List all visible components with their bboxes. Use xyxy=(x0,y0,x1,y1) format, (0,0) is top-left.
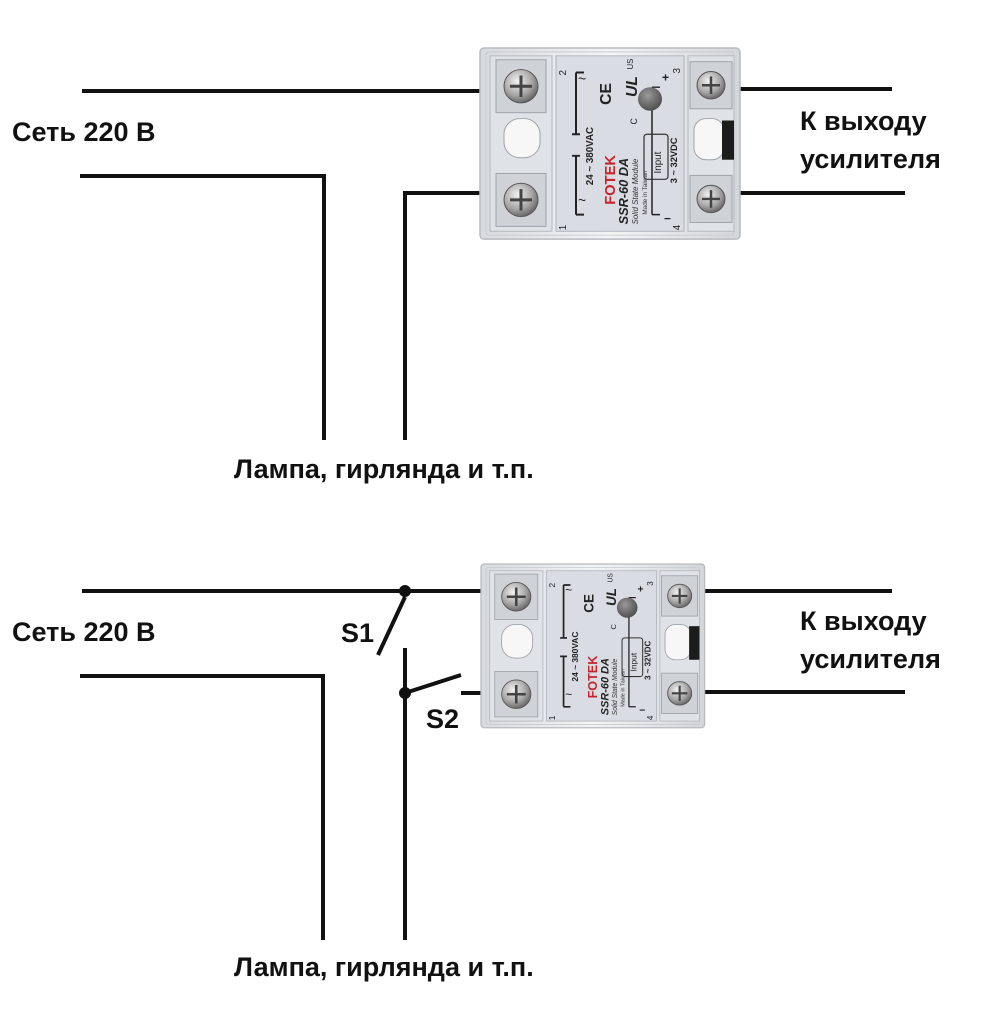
relay-plus: + xyxy=(638,585,644,596)
relay-subtitle: Solid State Module xyxy=(612,659,619,716)
diagram-bottom: 24 ~ 380VAC FOTEK SSR-60 DA Solid State … xyxy=(12,562,941,982)
relay-ce-mark: CE xyxy=(598,83,615,105)
switch2-label: S2 xyxy=(426,704,459,734)
relay-tilde-top: ~ xyxy=(565,583,572,597)
relay-subtitle: Solid State Module xyxy=(631,158,640,224)
relay-tilde-top: ~ xyxy=(578,70,586,86)
relay-brand: FOTEK xyxy=(585,655,600,698)
relay-minus: − xyxy=(664,212,671,226)
amp-label-line1: К выходу xyxy=(800,106,927,136)
relay-term-4: 4 xyxy=(645,715,655,720)
relay-brand: FOTEK xyxy=(603,155,619,205)
relay-ac-rating: 24 ~ 380VAC xyxy=(585,127,596,185)
relay-ac-rating: 24 ~ 380VAC xyxy=(570,632,580,682)
relay-us-mark: US xyxy=(608,573,615,583)
relay-markings: 24 ~ 380VAC FOTEK SSR-60 DA Solid State … xyxy=(547,573,655,721)
relay-ul-mark: UL xyxy=(624,76,641,97)
mains-wire-bottom xyxy=(80,174,326,440)
relay-dc-rating: 3 ~ 32VDC xyxy=(643,641,652,680)
relay-c-mark: C xyxy=(609,624,618,630)
relay-ul-mark: UL xyxy=(604,588,619,606)
mains-wire-bottom xyxy=(80,674,325,940)
relay-term-3: 3 xyxy=(672,68,683,74)
switch2-blade xyxy=(404,673,462,695)
mains-label: Сеть 220 В xyxy=(12,617,156,647)
switch1-node xyxy=(399,585,411,597)
ssr-relay: 24 ~ 380VAC FOTEK SSR-60 DA Solid State … xyxy=(479,562,706,730)
diagram-top: 24 ~ 380VAC FOTEK SSR-60 DA Solid State … xyxy=(12,46,941,484)
load-label: Лампа, гирлянда и т.п. xyxy=(234,952,534,982)
relay-made-in: Made in Taiwan xyxy=(621,669,627,707)
relay-markings: 24 ~ 380VAC FOTEK SSR-60 DA Solid State … xyxy=(558,59,683,231)
switch1-blade xyxy=(376,596,407,656)
relay-term-2: 2 xyxy=(558,70,569,75)
relay-ce-mark: CE xyxy=(582,594,597,613)
mains-label: Сеть 220 В xyxy=(12,117,156,147)
relay-input-label: Input xyxy=(653,151,664,173)
relay-minus: − xyxy=(639,706,645,717)
relay-input-label: Input xyxy=(629,652,639,671)
relay-model: SSR-60 DA xyxy=(599,658,611,715)
relay-plus: + xyxy=(662,70,669,84)
load-label: Лампа, гирлянда и т.п. xyxy=(234,454,534,484)
relay-term-1: 1 xyxy=(558,224,569,230)
relay-term-4: 4 xyxy=(672,224,683,230)
relay-us-mark: US xyxy=(626,59,635,70)
amp-label-line2: усилителя xyxy=(800,644,941,674)
relay-tilde-bottom: ~ xyxy=(565,688,572,702)
amp-label-line1: К выходу xyxy=(800,606,927,636)
relay-made-in: Made in Taiwan xyxy=(642,170,649,214)
relay-c-mark: C xyxy=(629,118,639,125)
relay-tilde-bottom: ~ xyxy=(578,192,586,208)
relay-term-2: 2 xyxy=(547,583,557,588)
relay-model: SSR-60 DA xyxy=(616,158,631,225)
relay-term-1: 1 xyxy=(547,715,557,720)
relay-dc-rating: 3 ~ 32VDC xyxy=(668,137,679,183)
ssr-relay: 24 ~ 380VAC FOTEK SSR-60 DA Solid State … xyxy=(478,46,742,241)
amp-label-line2: усилителя xyxy=(800,144,941,174)
switch1-label: S1 xyxy=(341,618,374,648)
relay-term-3: 3 xyxy=(645,581,655,586)
